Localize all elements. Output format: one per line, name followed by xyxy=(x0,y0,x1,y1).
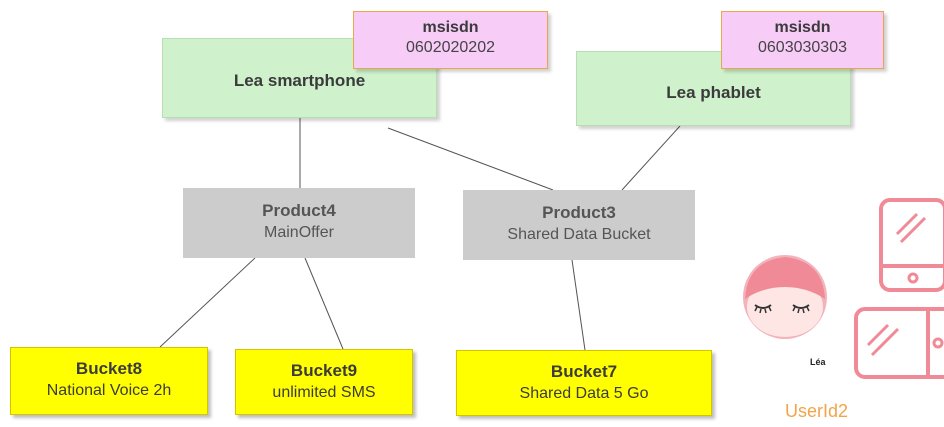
product-subtitle: MainOffer xyxy=(264,224,334,241)
user-id: UserId2 xyxy=(785,401,849,421)
bucket-bucket9: Bucket9 unlimited SMS xyxy=(235,349,413,415)
msisdn-value: 0602020202 xyxy=(406,39,495,56)
user-name: Léa xyxy=(810,357,826,367)
bucket-bucket8: Bucket8 National Voice 2h xyxy=(10,347,208,415)
product-product3: Product3 Shared Data Bucket xyxy=(463,190,695,260)
device-title: Lea smartphone xyxy=(233,71,366,90)
link-product4-bucket8 xyxy=(159,257,256,348)
product-product4: Product4 MainOffer xyxy=(183,188,415,258)
msisdn-label: msisdn xyxy=(774,19,831,36)
device-title: Lea phablet xyxy=(666,83,761,102)
bucket-title: Bucket8 xyxy=(75,359,143,378)
user-avatar xyxy=(743,255,827,339)
product-title: Product4 xyxy=(262,201,336,220)
bucket-title: Bucket7 xyxy=(550,362,618,381)
bucket-subtitle: National Voice 2h xyxy=(46,382,172,399)
phablet-icon xyxy=(854,307,944,379)
msisdn-box-phablet: msisdn 0603030303 xyxy=(721,11,884,69)
bucket-bucket7: Bucket7 Shared Data 5 Go xyxy=(456,350,712,416)
product-title: Product3 xyxy=(542,203,616,222)
bucket-subtitle: Shared Data 5 Go xyxy=(519,385,649,402)
bucket-subtitle: unlimited SMS xyxy=(272,384,376,401)
link-product3-bucket7 xyxy=(571,259,586,351)
smartphone-icon xyxy=(879,198,944,292)
msisdn-value: 0603030303 xyxy=(758,39,847,56)
link-smartphone-product3 xyxy=(387,127,554,191)
product-subtitle: Shared Data Bucket xyxy=(507,226,651,243)
msisdn-box-smartphone: msisdn 0602020202 xyxy=(353,11,548,69)
msisdn-label: msisdn xyxy=(422,19,479,36)
link-product4-bucket9 xyxy=(304,257,344,350)
bucket-title: Bucket9 xyxy=(290,361,358,380)
link-phablet-product3 xyxy=(621,125,681,191)
device-lea-phablet: Lea phablet xyxy=(576,51,851,126)
